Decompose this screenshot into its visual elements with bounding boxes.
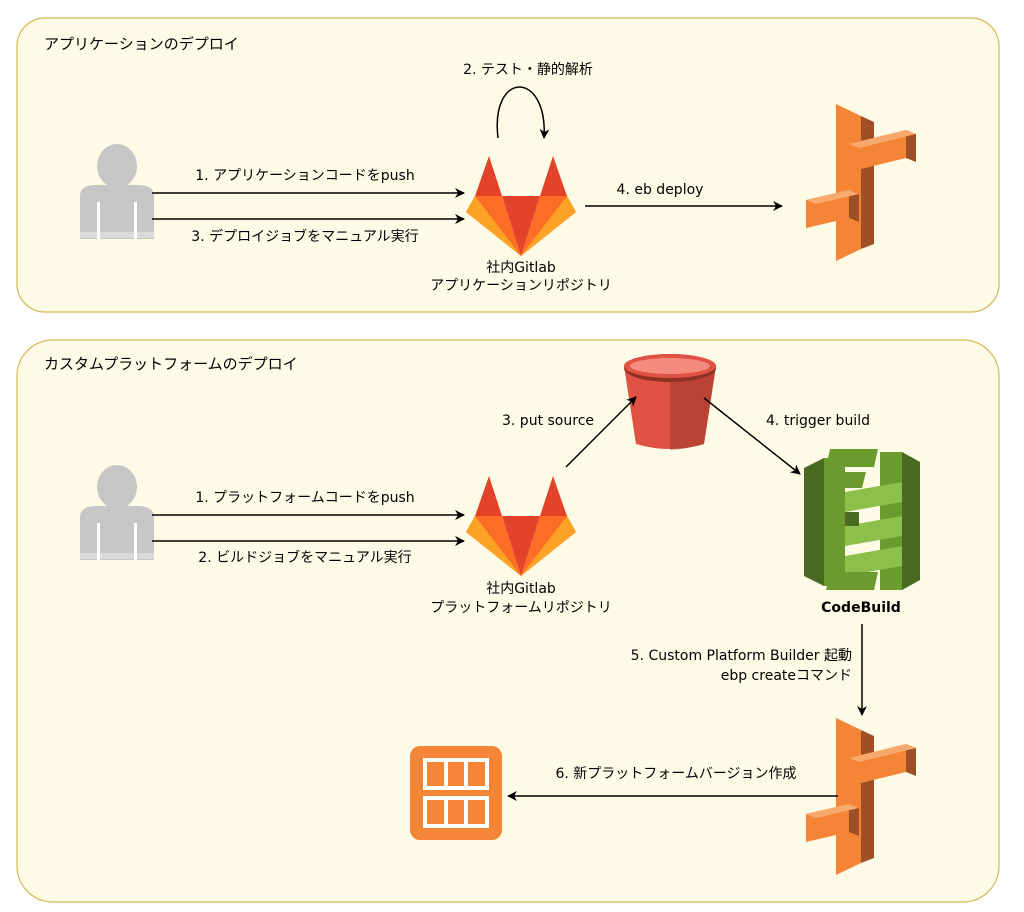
codebuild-icon: [804, 449, 920, 590]
gitlab-label-line2: アプリケーションリポジトリ: [430, 278, 612, 294]
label-step4: 4. eb deploy: [617, 182, 704, 198]
group-container: [16, 339, 1000, 903]
arrow-put-source: [565, 396, 637, 468]
gitlab-label-line1: 社内Gitlab: [486, 260, 556, 276]
platform-version-icon: [410, 746, 502, 840]
group-title: カスタムプラットフォームのデプロイ: [44, 355, 298, 373]
label-step1: 1. アプリケーションコードをpush: [195, 168, 414, 184]
label-step2: 2. テスト・静的解析: [463, 62, 593, 78]
label-step2: 2. ビルドジョブをマニュアル実行: [198, 549, 411, 566]
label-step5-line1: 5. Custom Platform Builder 起動: [631, 648, 852, 664]
codebuild-label: CodeBuild: [821, 600, 901, 616]
s3-bucket-icon: [624, 354, 716, 450]
label-step3: 3. デプロイジョブをマニュアル実行: [191, 228, 418, 245]
arrow-trigger-build: [703, 397, 801, 475]
group-platform-deploy: カスタムプラットフォームのデプロイ: [16, 339, 1000, 903]
group-title: アプリケーションのデプロイ: [44, 35, 239, 53]
label-step4: 4. trigger build: [766, 413, 870, 429]
gitlab-label-line1: 社内Gitlab: [486, 581, 556, 597]
group-container: [16, 17, 1000, 313]
gitlab-label-line2: プラットフォームリポジトリ: [430, 600, 612, 616]
label-step6: 6. 新プラットフォームバージョン作成: [555, 766, 796, 782]
arrow-self-loop: [496, 86, 550, 139]
group-application-deploy: アプリケーションのデプロイ 1. アプリケーションコードをpush 2. テスト…: [16, 17, 1000, 313]
label-step1: 1. プラットフォームコードをpush: [195, 490, 414, 506]
label-step5-line2: ebp createコマンド: [721, 668, 852, 684]
label-step3: 3. put source: [502, 413, 594, 429]
